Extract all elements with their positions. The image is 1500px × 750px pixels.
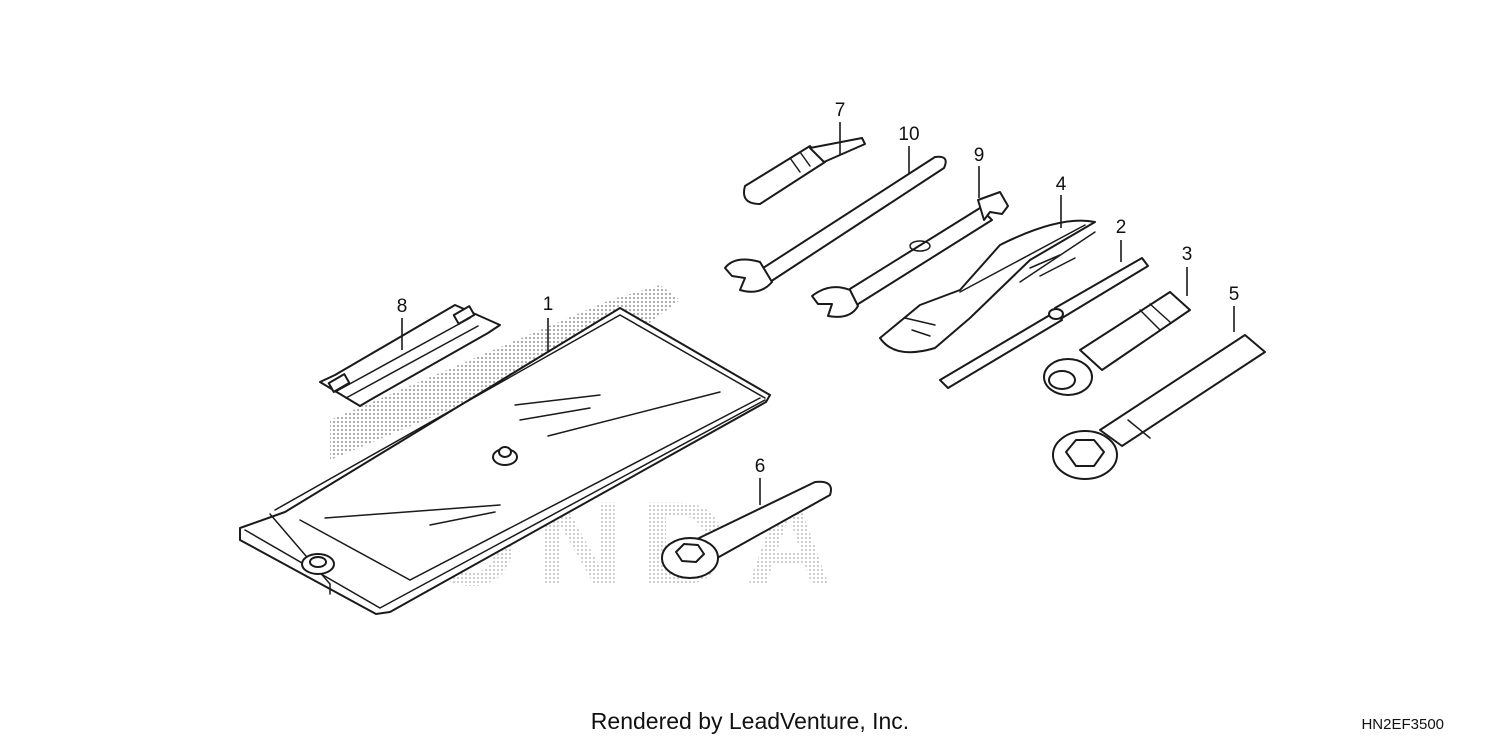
callout-2[interactable]: 2 bbox=[1116, 217, 1127, 238]
callout-1[interactable]: 1 bbox=[543, 294, 554, 315]
callout-5[interactable]: 5 bbox=[1229, 284, 1240, 305]
callout-6[interactable]: 6 bbox=[755, 456, 766, 477]
callout-10[interactable]: 10 bbox=[898, 124, 919, 145]
screwdriver[interactable] bbox=[939, 257, 1149, 389]
callouts: 1 2 3 4 5 6 7 8 9 10 bbox=[397, 100, 1240, 477]
band[interactable] bbox=[319, 304, 501, 407]
diagram-code: HN2EF3500 bbox=[1361, 716, 1444, 733]
callout-7[interactable]: 7 bbox=[835, 100, 846, 121]
plug-wrench[interactable] bbox=[1043, 291, 1191, 396]
tool-bag[interactable] bbox=[239, 307, 771, 615]
pliers[interactable] bbox=[879, 219, 1096, 354]
callout-3[interactable]: 3 bbox=[1182, 244, 1193, 265]
screwdriver-grip[interactable] bbox=[743, 137, 866, 205]
callout-8[interactable]: 8 bbox=[397, 296, 408, 317]
ring-wrench[interactable] bbox=[661, 480, 832, 579]
callout-4[interactable]: 4 bbox=[1056, 174, 1067, 195]
socket-wrench[interactable] bbox=[1052, 334, 1266, 480]
open-end-wrench[interactable] bbox=[811, 191, 1009, 318]
open-end-wrench-long[interactable] bbox=[724, 155, 947, 293]
leader-lines bbox=[401, 122, 1235, 505]
callout-9[interactable]: 9 bbox=[974, 145, 985, 166]
render-credit: Rendered by LeadVenture, Inc. bbox=[590, 708, 910, 734]
